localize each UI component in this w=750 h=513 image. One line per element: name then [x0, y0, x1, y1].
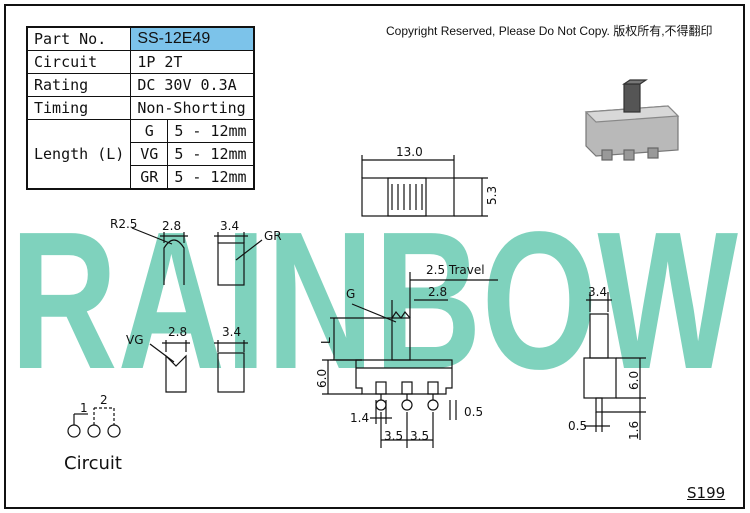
pin-width-label: 0.5: [464, 405, 483, 419]
circuit-pin2-label: 2: [100, 393, 108, 407]
top-width-label: 13.0: [396, 145, 423, 159]
side-pin-thickness-label: 0.5: [568, 419, 587, 433]
side-top-width-label: 3.4: [588, 285, 607, 299]
vg-label: VG: [126, 333, 144, 347]
vg-side-width-label: 3.4: [222, 325, 241, 339]
spec-table: Part No. SS-12E49 Circuit 1P 2T Rating D…: [26, 26, 255, 190]
pin-pitch-2-label: 3.5: [410, 429, 429, 443]
length-range-cell: 5 - 12mm: [167, 119, 255, 143]
length-range-cell: 5 - 12mm: [167, 165, 255, 190]
gr-label: GR: [264, 229, 282, 243]
part-no-value: SS-12E49: [130, 26, 255, 51]
side-view: [583, 292, 646, 440]
length-range-cell: 5 - 12mm: [167, 142, 255, 166]
pin-spacing-label: 1.4: [350, 411, 369, 425]
actuator-g-view: [131, 227, 188, 285]
timing-label-cell: Timing: [26, 96, 132, 120]
length-type-cell: VG: [130, 142, 169, 166]
circuit-value-cell: 1P 2T: [130, 50, 255, 74]
sheet-number: S199: [687, 484, 726, 502]
side-pin-length-label: 1.6: [627, 421, 641, 440]
copyright-notice: Copyright Reserved, Please Do Not Copy. …: [386, 24, 713, 38]
r-label: R2.5: [110, 217, 137, 231]
pin-pitch-1-label: 3.5: [384, 429, 403, 443]
travel-label: 2.5 Travel: [426, 263, 485, 277]
circuit-pin1-label: 1: [80, 401, 88, 415]
rating-label-cell: Rating: [26, 73, 132, 97]
part-no-label: Part No.: [26, 26, 132, 51]
rating-value-cell: DC 30V 0.3A: [130, 73, 255, 97]
circuit-label: Circuit: [64, 453, 122, 474]
watermark-text: RAINBOW: [10, 191, 738, 410]
front-actuator-width-label: 2.8: [428, 285, 447, 299]
length-type-cell: G: [130, 119, 169, 143]
actuator-vg-side-view: [214, 340, 248, 393]
top-height-label: 5.3: [485, 186, 499, 205]
side-height-label: 6.0: [627, 371, 641, 390]
l-label: L: [319, 337, 333, 344]
circuit-label-cell: Circuit: [26, 50, 132, 74]
actuator-vg-view: [149, 340, 190, 393]
switch-product-image: [584, 79, 680, 161]
front-view: [322, 272, 498, 448]
drawing-frame: [4, 4, 745, 509]
front-height-label: 6.0: [315, 369, 329, 388]
top-view: [361, 155, 488, 217]
circuit-symbol: [67, 407, 121, 438]
timing-value-cell: Non-Shorting: [130, 96, 255, 120]
g-width-label: 2.8: [162, 219, 181, 233]
length-label-cell: Length (L): [26, 119, 132, 190]
gr-width-label: 3.4: [220, 219, 239, 233]
actuator-gr-view: [214, 232, 263, 286]
g-label: G: [346, 287, 355, 301]
vg-width-label: 2.8: [168, 325, 187, 339]
length-type-cell: GR: [130, 165, 169, 190]
